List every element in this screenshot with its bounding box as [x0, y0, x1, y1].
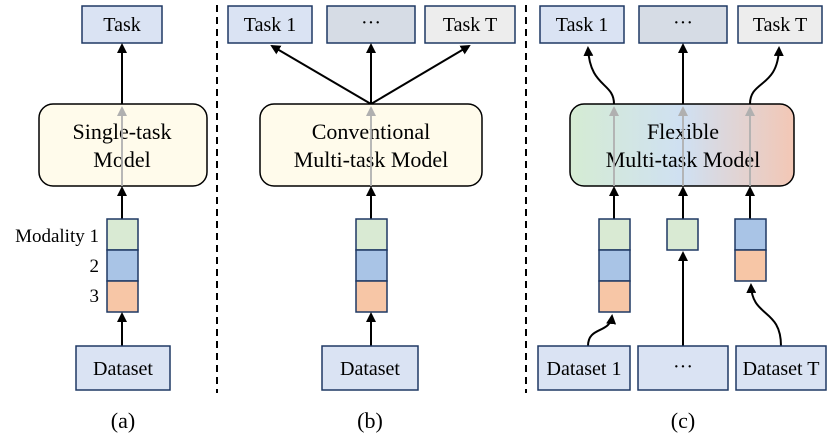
stack1-modality-2 [598, 249, 631, 282]
dataset-ellipsis-box [637, 345, 729, 391]
panel-b: Task 1 ··· Task T Conventional Multi-tas… [227, 5, 516, 433]
dataset-ellipsis-label: ··· [673, 356, 693, 378]
modality-3-label: 3 [90, 286, 100, 307]
panel-a: Task Single-task Model Modality 1 2 3 Da… [15, 5, 208, 433]
caption-c: (c) [671, 408, 695, 433]
caption-b: (b) [357, 408, 383, 433]
curve-arrow-dataset-1 [587, 314, 617, 347]
modality-1-block [106, 218, 139, 251]
task-1-label: Task 1 [244, 14, 296, 36]
task-ellipsis-label: ··· [673, 12, 693, 34]
modality-2-block [355, 249, 388, 282]
dataset-box [75, 345, 171, 391]
single-task-model-box [38, 103, 208, 187]
task-ellipsis-box [326, 5, 416, 44]
task-ellipsis-box [638, 5, 728, 44]
curve-arrow-task-t [749, 46, 784, 105]
dataset-box [321, 345, 419, 391]
stack3-modality-3 [734, 249, 767, 282]
modality-1-block [355, 218, 388, 251]
caption-a: (a) [111, 408, 135, 433]
curve-arrow-dataset-t [746, 283, 782, 347]
modality-2-label: 2 [90, 256, 100, 277]
dataset-1-label: Dataset 1 [547, 358, 622, 380]
task-1-box [539, 5, 625, 44]
task-t-box [737, 5, 823, 44]
dataset-label: Dataset [93, 358, 153, 380]
fan-arrow-task-t [370, 44, 471, 105]
modality-2-block [106, 249, 139, 282]
stack2-modality-1 [666, 218, 699, 251]
modality-1-label: Modality 1 [15, 226, 99, 247]
task-t-label: Task T [443, 14, 497, 36]
task-t-box [424, 5, 516, 44]
task-ellipsis-label: ··· [361, 12, 381, 34]
fan-arrow-task-1 [270, 44, 372, 105]
panel-c: Task 1 ··· Task T Flexible Multi-task Mo… [537, 5, 827, 433]
task-1-label: Task 1 [556, 14, 608, 36]
task-1-box [227, 5, 313, 44]
task-t-label: Task T [753, 14, 807, 36]
stack1-modality-3 [598, 280, 631, 313]
curve-arrow-task-1 [583, 46, 615, 105]
flexible-model-box [569, 103, 795, 187]
stack3-modality-2 [734, 218, 767, 251]
stack1-modality-1 [598, 218, 631, 251]
modality-3-block [355, 280, 388, 313]
task-label: Task [103, 14, 140, 36]
dataset-label: Dataset [340, 358, 400, 380]
dataset-1-box [537, 345, 631, 391]
modality-3-block [106, 280, 139, 313]
dataset-t-label: Dataset T [743, 358, 820, 380]
dataset-t-box [735, 345, 827, 391]
